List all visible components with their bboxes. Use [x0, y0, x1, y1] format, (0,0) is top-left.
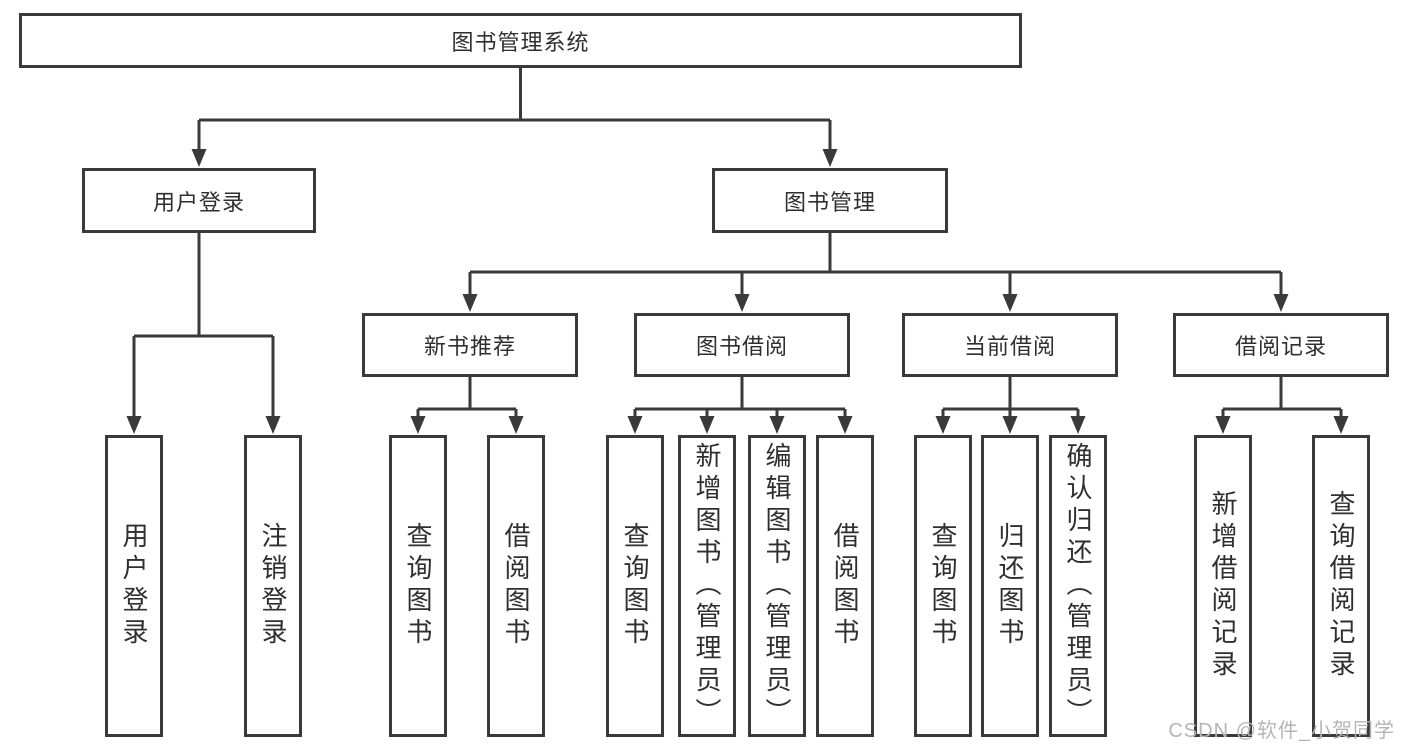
node-book-management: 图书管理: [712, 168, 948, 233]
leaf-query-books-borrowing: 查询图书: [606, 435, 664, 737]
leaf-user-login: 用户登录: [105, 435, 163, 737]
leaf-return-books: 归还图书: [981, 435, 1039, 737]
leaf-confirm-return-admin: 确认归还（管理员）: [1049, 435, 1107, 737]
leaf-query-books-current: 查询图书: [914, 435, 972, 737]
leaf-logout: 注销登录: [244, 435, 302, 737]
leaf-add-borrow-record: 新增借阅记录: [1194, 435, 1252, 737]
node-new-book-recommendation: 新书推荐: [362, 313, 578, 377]
watermark: CSDN @软件_小贺同学: [1168, 720, 1395, 742]
leaf-add-books-admin: 新增图书（管理员）: [678, 435, 736, 737]
node-borrowing-records: 借阅记录: [1173, 313, 1389, 377]
node-library-system: 图书管理系统: [19, 13, 1022, 68]
connector-book-management-to-level3: [462, 233, 1289, 312]
connector-book-borrowing-to-leaves: [627, 377, 853, 434]
leaf-borrow-books: 借阅图书: [816, 435, 874, 737]
connector-current-borrowing-to-leaves: [935, 377, 1086, 434]
leaf-query-books-recommend: 查询图书: [389, 435, 447, 737]
connector-new-book-recommendation-to-leaves: [410, 377, 524, 434]
node-book-borrowing: 图书借阅: [634, 313, 850, 377]
node-current-borrowing: 当前借阅: [902, 313, 1118, 377]
connector-user-login-to-leaves: [126, 233, 281, 434]
leaf-borrow-books-recommend: 借阅图书: [487, 435, 545, 737]
connector-borrowing-records-to-leaves: [1215, 377, 1349, 434]
leaf-edit-books-admin: 编辑图书（管理员）: [748, 435, 806, 737]
node-user-login: 用户登录: [82, 168, 316, 233]
connector-root-to-level2: [191, 68, 838, 167]
leaf-query-borrow-record: 查询借阅记录: [1312, 435, 1370, 737]
